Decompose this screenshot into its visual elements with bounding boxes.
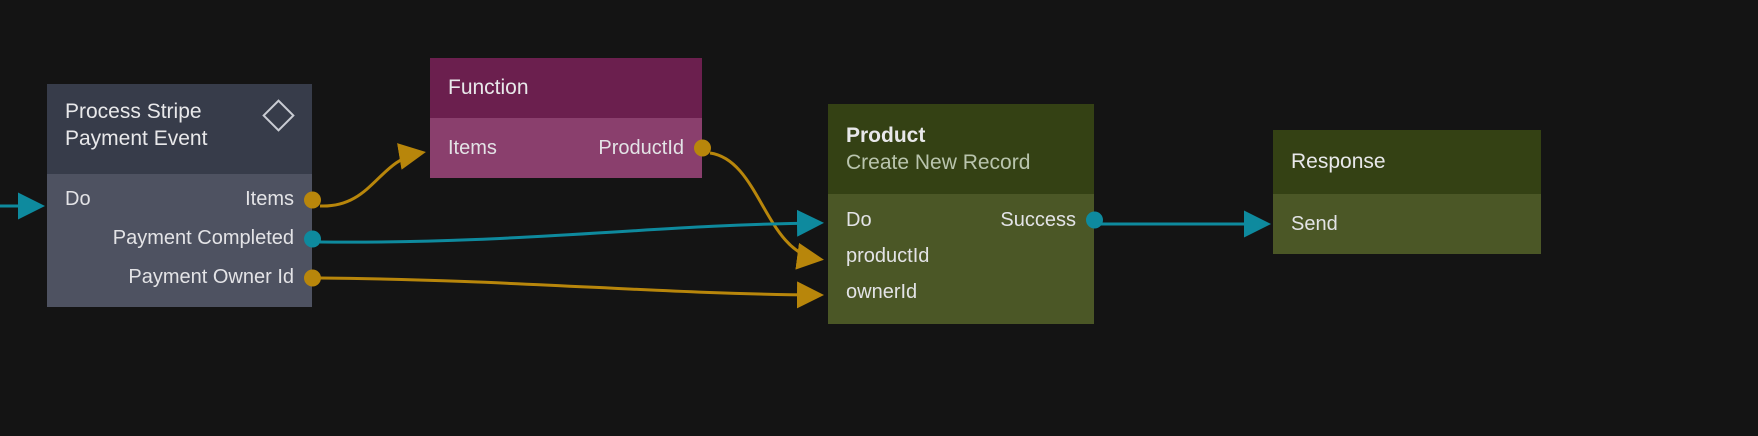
port-row-payment-completed[interactable]: Payment Completed (47, 219, 321, 258)
port-success[interactable] (1086, 211, 1103, 229)
port-label-do: Do (846, 208, 872, 231)
node-header[interactable]: Function (430, 58, 702, 118)
port-label-send: Send (1291, 212, 1338, 235)
node-body: Do Items Payment Completed Payment Owner… (47, 174, 321, 307)
edge-payment-completed-to-product-do (319, 209, 824, 244)
node-header[interactable]: Response (1273, 130, 1541, 194)
port-row-do[interactable]: Do Items (47, 180, 321, 219)
port-row-productid[interactable]: productId (828, 238, 1094, 274)
node-process-stripe-payment-event[interactable]: Process Stripe Payment Event Do Items Pa… (47, 84, 321, 307)
port-row-items[interactable]: Items ProductId (430, 118, 711, 178)
port-row-do[interactable]: Do Success (828, 202, 1103, 238)
node-body: Send (1273, 194, 1541, 254)
edge-productid-to-product-productid (709, 151, 824, 270)
port-label-items-in: Items (448, 136, 497, 159)
node-body: Do Success productId ownerId (828, 194, 1103, 324)
port-label-payment-owner-id: Payment Owner Id (128, 266, 294, 288)
port-row-send[interactable]: Send (1273, 194, 1541, 254)
port-label-items: Items (245, 188, 294, 210)
port-items[interactable] (304, 191, 321, 208)
port-label-payment-completed: Payment Completed (112, 227, 294, 249)
port-productid[interactable] (694, 139, 711, 157)
port-label-productid: ProductId (598, 136, 684, 159)
node-header[interactable]: Product Create New Record (828, 104, 1094, 194)
node-function[interactable]: Function Items ProductId (430, 58, 711, 178)
node-product-create-new-record[interactable]: Product Create New Record Do Success pro… (828, 104, 1103, 324)
port-row-ownerid[interactable]: ownerId (828, 274, 1094, 310)
node-response[interactable]: Response Send (1273, 130, 1541, 254)
node-subtitle: Create New Record (846, 151, 1031, 174)
node-title: Process Stripe Payment Event (65, 100, 208, 150)
port-label-success: Success (1000, 208, 1076, 231)
port-label-do: Do (65, 188, 91, 210)
port-label-ownerid: ownerId (846, 280, 918, 303)
node-title: Product (846, 124, 926, 147)
edge-items-to-function-items (319, 143, 426, 208)
port-payment-owner-id[interactable] (304, 269, 321, 286)
node-body: Items ProductId (430, 118, 711, 178)
port-payment-completed[interactable] (304, 230, 321, 247)
port-label-productid: productId (846, 244, 930, 267)
node-header[interactable]: Process Stripe Payment Event (47, 84, 312, 174)
node-title: Function (448, 76, 529, 99)
edge-payment-owner-to-product-ownerid (319, 276, 824, 309)
port-row-payment-owner-id[interactable]: Payment Owner Id (47, 258, 321, 297)
node-title: Response (1291, 150, 1386, 173)
